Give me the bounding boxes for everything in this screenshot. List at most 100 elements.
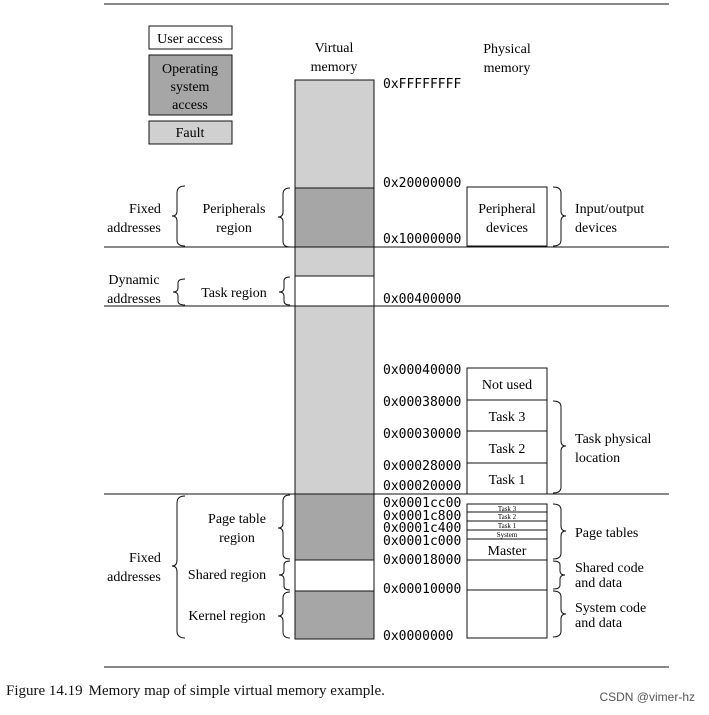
fixed-bottom-bracket [171, 495, 186, 639]
right-brackets [552, 186, 567, 638]
virtual-shared-block [294, 559, 375, 592]
task3-label: Task 3 [489, 410, 526, 425]
page-tables-label: Page tables [575, 526, 638, 541]
peripherals-bracket [277, 187, 291, 248]
dynamic-bracket [172, 278, 186, 306]
io-devices-label-2: devices [575, 221, 617, 236]
fixed-top-bracket [171, 185, 186, 247]
shared-code-label-1: Shared code [575, 561, 644, 576]
fixed-addresses-bottom-label-2: addresses [107, 570, 161, 585]
pt-task1-label: Task 1 [498, 522, 517, 530]
master-label: Master [488, 544, 527, 559]
page-table-bracket [277, 494, 291, 560]
virtual-kernel-block [294, 590, 375, 640]
physical-peripheral-devices [466, 186, 548, 247]
physical-task1 [466, 462, 548, 495]
fixed-addresses-bottom-label-1: Fixed [129, 551, 161, 566]
address-ffffffff: 0xFFFFFFFF [383, 77, 461, 92]
legend-user-access-label: User access [157, 32, 223, 47]
page-table-region-label-1: Page table [208, 512, 266, 527]
virtual-peripherals-block [294, 187, 375, 248]
page-table-region-label-2: region [219, 531, 255, 546]
dynamic-addresses-label-1: Dynamic [108, 273, 159, 288]
physical-memory-header-1: Physical [483, 42, 531, 57]
virtual-memory-header-2: memory [311, 60, 358, 75]
virtual-memory-header-1: Virtual [315, 41, 354, 56]
address-20000000: 0x20000000 [383, 176, 461, 191]
task-physical-label-1: Task physical [575, 432, 652, 447]
address-labels: 0xFFFFFFFF 0x20000000 0x10000000 0x00400… [383, 77, 461, 644]
physical-system-code [466, 589, 548, 639]
legend-os-access-swatch [148, 54, 233, 116]
system-code-bracket [552, 590, 567, 638]
virtual-fault-mid [294, 246, 375, 277]
legend-os-access-label-1: Operating [162, 62, 218, 77]
address-0001c800: 0x0001c800 [383, 509, 461, 524]
virtual-fault-low [294, 305, 375, 495]
io-bracket [552, 186, 567, 247]
system-code-label-1: System code [575, 601, 646, 616]
address-00028000: 0x00028000 [383, 459, 461, 474]
figure-caption-text: Memory map of simple virtual memory exam… [88, 683, 385, 699]
region-labels: Peripherals region Task region Page tabl… [188, 202, 267, 624]
fixed-addresses-top-label-1: Fixed [129, 202, 161, 217]
pt-system-label: System [497, 531, 518, 539]
task2-label: Task 2 [489, 442, 526, 457]
watermark: CSDN @vimer-hz [599, 690, 695, 704]
virtual-memory-column [294, 79, 375, 640]
legend-user-access-swatch [148, 25, 233, 50]
legend-fault-swatch [148, 120, 233, 145]
dynamic-addresses-label-2: addresses [107, 292, 161, 307]
address-0001c400: 0x0001c400 [383, 521, 461, 536]
address-0001c000: 0x0001c000 [383, 534, 461, 549]
group-brackets [171, 185, 186, 639]
peripheral-devices-label-2: devices [486, 221, 528, 236]
legend-fault-label: Fault [176, 126, 205, 141]
group-labels: Fixed addresses Dynamic addresses Fixed … [107, 202, 161, 585]
physical-task2 [466, 430, 548, 464]
address-10000000: 0x10000000 [383, 232, 461, 247]
physical-task3 [466, 399, 548, 432]
address-00400000: 0x00400000 [383, 292, 461, 307]
address-00030000: 0x00030000 [383, 427, 461, 442]
address-0001cc00: 0x0001cc00 [383, 496, 461, 511]
figure-caption: Figure 14.19 Memory map of simple virtual… [6, 683, 385, 700]
figure-number: Figure 14.19 [6, 683, 83, 699]
address-00038000: 0x00038000 [383, 395, 461, 410]
address-00040000: 0x00040000 [383, 363, 461, 378]
virtual-page-table-block [294, 493, 375, 561]
fixed-addresses-top-label-2: addresses [107, 221, 161, 236]
page-tables-bracket [552, 503, 567, 560]
address-00010000: 0x00010000 [383, 582, 461, 597]
kernel-region-bracket [277, 591, 291, 639]
legend: User access Operating system access Faul… [148, 25, 233, 145]
io-devices-label-1: Input/output [575, 202, 644, 217]
task-physical-label-2: location [575, 451, 620, 466]
address-00020000: 0x00020000 [383, 479, 461, 494]
shared-region-bracket [278, 560, 291, 591]
physical-memory-header-2: memory [484, 61, 531, 76]
peripherals-region-label-2: region [216, 221, 252, 236]
shared-code-bracket [552, 560, 566, 590]
pt-task3-label: Task 3 [498, 505, 517, 513]
task-physical-bracket [552, 400, 567, 494]
pt-task2-label: Task 2 [498, 513, 517, 521]
virtual-task-block [294, 275, 375, 307]
physical-shared-code [466, 559, 548, 591]
address-00018000: 0x00018000 [383, 553, 461, 568]
shared-region-label: Shared region [188, 568, 266, 583]
kernel-region-label: Kernel region [188, 609, 265, 624]
address-0000000: 0x0000000 [383, 629, 453, 644]
shared-code-label-2: and data [575, 576, 623, 591]
right-labels: Input/output devices Task physical locat… [575, 202, 652, 631]
region-brackets [277, 187, 291, 639]
legend-os-access-label-3: access [172, 98, 208, 113]
physical-memory-column: Peripheral devices Not used Task 3 Task … [466, 186, 548, 639]
task-region-label: Task region [201, 286, 267, 301]
system-code-label-2: and data [575, 616, 623, 631]
not-used-label: Not used [482, 378, 532, 393]
task1-label: Task 1 [489, 473, 526, 488]
virtual-fault-top [294, 79, 375, 189]
peripheral-devices-label-1: Peripheral [478, 202, 536, 217]
